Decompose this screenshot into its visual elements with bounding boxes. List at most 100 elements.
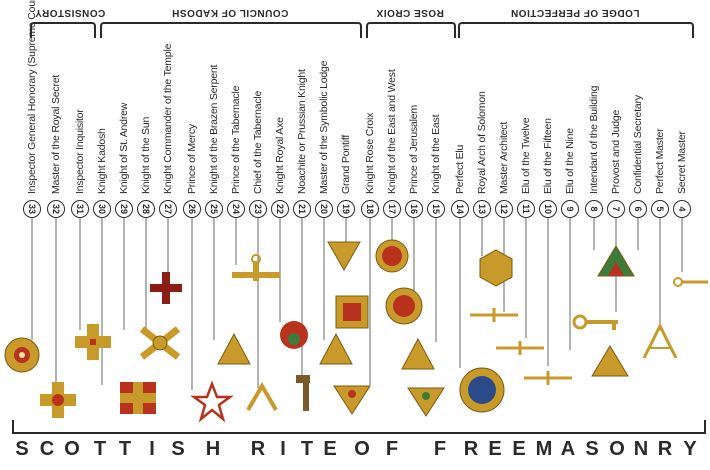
degree-number: 25 [205,200,223,218]
title-letter: C [36,438,58,461]
degree-name: Knight Kadosh [95,34,109,194]
degree-number: 13 [473,200,491,218]
degree-number: 24 [227,200,245,218]
degree-number: 22 [271,200,289,218]
degree-number: 15 [427,200,445,218]
degree-number: 7 [607,200,625,218]
jewel-11-icon [470,308,518,322]
jewel-21-icon [296,375,310,411]
section-header-lodge-of-perfection: LODGE OF PERFECTION [455,2,695,24]
degree-number: 28 [137,200,155,218]
degree-name: Grand Pontiff [339,34,353,194]
jewel-9-icon [524,371,572,385]
jewel-26-icon [194,384,230,419]
degree-number: 9 [561,200,579,218]
degree-number: 21 [293,200,311,218]
degree-number: 14 [451,200,469,218]
jewel-31-icon [75,324,111,360]
degree-name: Chief of the Tabernacle [251,34,265,194]
degree-name: Perfect Elu [453,34,467,194]
degree-number: 4 [673,200,691,218]
degree-name: Royal Arch of Solomon [475,34,489,194]
section-header-council-of-kadosh: COUNCIL OF KADOSH [100,2,360,24]
degree-number: 12 [495,200,513,218]
title-letter: R [654,438,676,461]
jewel-12-icon [480,250,512,286]
degree-name: Knight Commander of the Temple [161,34,175,194]
degree-name: Knight of the Sun [139,34,153,194]
degree-name: Knight of the Brazen Serpent [207,34,221,194]
jewel-18-icon [334,386,370,414]
degree-name: Secret Master [675,34,689,194]
degree-name: Noachite or Prussian Knight [295,34,309,194]
jewel-15b-icon [408,388,444,416]
title-letter: S [581,438,603,461]
title-letter: S [11,438,33,461]
title-letter: O [606,438,628,461]
degree-number: 11 [517,200,535,218]
degree-number: 30 [93,200,111,218]
title-letter: R [247,438,269,461]
title-letter: T [89,438,111,461]
title-letter: O [61,438,83,461]
degree-number: 5 [651,200,669,218]
title-letter: E [484,438,506,461]
jewel-6-icon [598,246,634,276]
jewel-27-icon [150,272,182,304]
degree-name: Elu of the Twelve [519,34,533,194]
degree-number: 27 [159,200,177,218]
title-letter: T [114,438,136,461]
jewel-19-icon [328,242,360,270]
title-letter: N [630,438,652,461]
degree-number: 17 [383,200,401,218]
title-letter: H [202,438,224,461]
degree-number: 23 [249,200,267,218]
degree-number: 10 [539,200,557,218]
degree-name: Knight Royal Axe [273,34,287,194]
degree-name: Prince of the Tabernacle [229,34,243,194]
degree-name: Knight of St. Andrew [117,34,131,194]
degree-name: Elu of the Nine [563,34,577,194]
degree-name: Prince of Jerusalem [407,34,421,194]
jewel-16-icon [386,288,422,324]
degree-name: Master Architect [497,34,511,194]
jewel-8-icon [592,346,628,376]
degree-name: Prince of Mercy [185,34,199,194]
degree-name: Knight of the East [429,34,443,194]
degree-number: 31 [71,200,89,218]
title-letter: O [351,438,373,461]
degree-name: Elu of the Fifteen [541,34,555,194]
jewel-25-icon [218,334,250,364]
title-letter: S [167,438,189,461]
jewel-30-icon [120,382,156,414]
jewel-14-icon [460,368,504,412]
title-letter: T [296,438,318,461]
jewel-28-icon [142,329,178,357]
jewel-15-icon [402,339,434,369]
title-letter: I [141,438,163,461]
degree-name: Master of the Symbolic Lodge [317,34,331,194]
degree-name: Master of the Royal Secret [49,34,63,194]
degree-number: 33 [23,200,41,218]
jewel-22-icon [280,321,308,349]
degree-number: 16 [405,200,423,218]
degree-number: 20 [315,200,333,218]
degree-number: 32 [47,200,65,218]
jewel-24-icon [232,255,280,281]
jewel-33-icon [5,338,39,372]
degree-number: 26 [183,200,201,218]
jewel-5-icon [644,326,676,358]
degree-number: 8 [585,200,603,218]
degree-name: Knight Rose Croix [363,34,377,194]
section-header-consistory: CONSISTORY [30,2,110,24]
degree-name: Inspector General Honorary (Supreme Coun… [25,34,39,194]
title-letter: E [508,438,530,461]
jewel-7-icon [574,316,618,330]
title-letter: R [460,438,482,461]
degree-number: 19 [337,200,355,218]
title-letter: I [272,438,294,461]
degree-name: Perfect Master [653,34,667,194]
jewel-10-icon [496,341,544,355]
title-letter: M [533,438,555,461]
degree-name: Knight of the East and West [385,34,399,194]
